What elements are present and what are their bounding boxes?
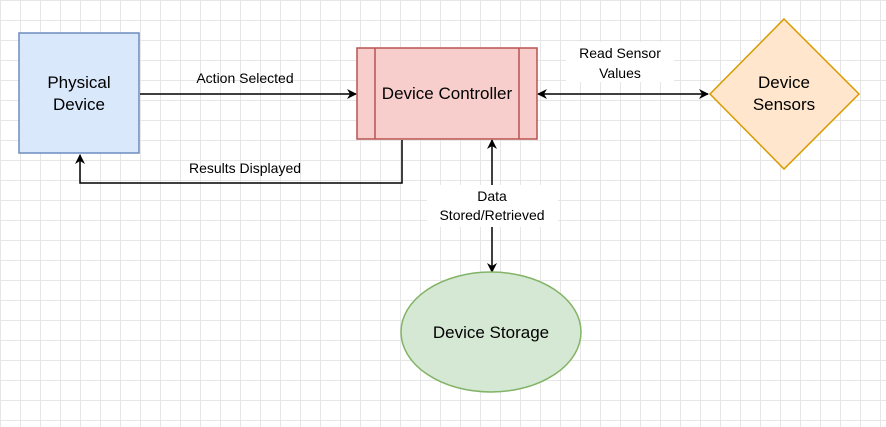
edge-results-displayed[interactable]: [75, 140, 403, 184]
edge-label-data-stored-line2: Stored/Retrieved: [439, 207, 544, 223]
node-device-storage[interactable]: Device Storage: [400, 271, 582, 393]
node-physical-device-line2: Device: [53, 95, 105, 114]
node-physical-device-line1: Physical: [47, 73, 110, 92]
node-physical-device-shape: [18, 32, 140, 154]
node-device-sensors[interactable]: Device Sensors: [708, 17, 861, 171]
node-physical-device[interactable]: Physical Device: [18, 32, 140, 154]
node-device-controller[interactable]: Device Controller: [356, 47, 538, 140]
edge-label-read-sensor-line1: Read Sensor: [579, 45, 661, 61]
node-device-sensors-shape: [708, 17, 861, 171]
node-device-controller-label: Device Controller: [382, 84, 513, 103]
edge-label-action-selected: Action Selected: [196, 70, 293, 86]
edge-label-bg-data-stored: [427, 185, 558, 227]
edge-label-results-displayed: Results Displayed: [189, 160, 301, 176]
node-device-storage-shape: [400, 271, 582, 393]
node-device-sensors-line2: Sensors: [753, 95, 815, 114]
edge-label-read-sensor-line2: Values: [599, 65, 641, 81]
edge-label-data-stored-line1: Data: [477, 188, 507, 204]
node-device-controller-shape: [356, 47, 538, 140]
node-device-storage-label: Device Storage: [433, 323, 549, 342]
edge-label-bg-read-sensor: [566, 42, 674, 82]
node-device-sensors-line1: Device: [758, 73, 810, 92]
